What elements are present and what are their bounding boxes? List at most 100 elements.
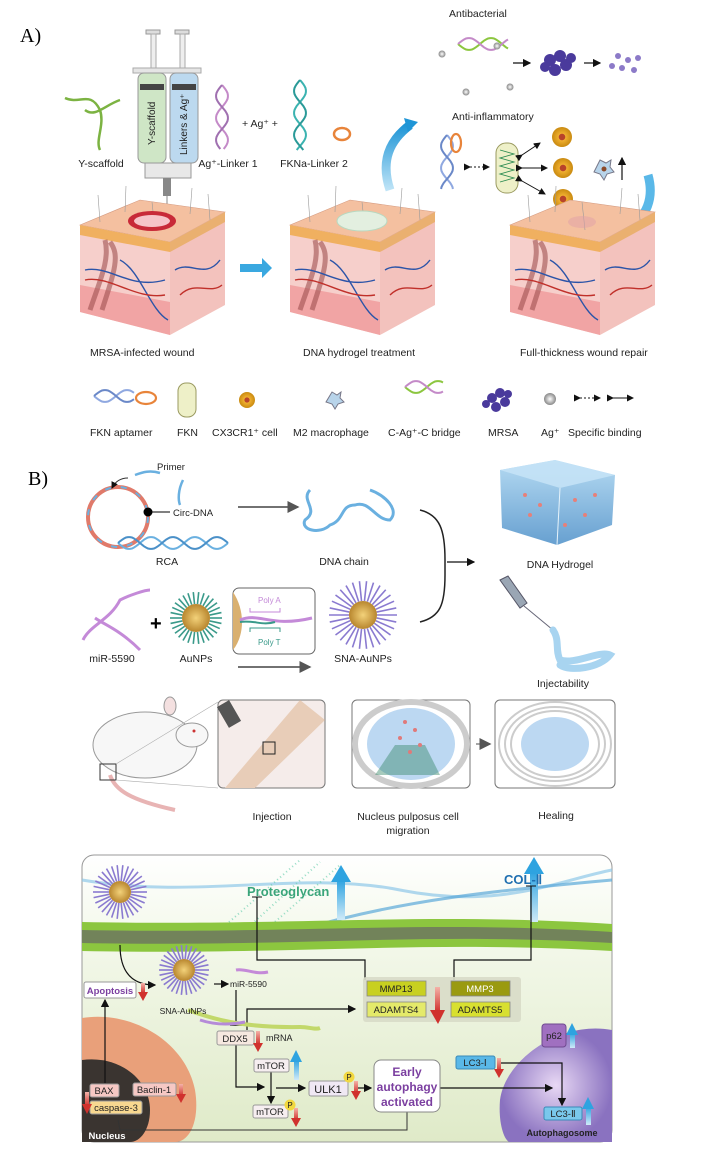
mmp3-label: MMP3 — [466, 984, 493, 995]
autophagosome — [499, 1028, 612, 1142]
aptamer-loop-icon — [332, 126, 352, 142]
strand — [345, 585, 357, 604]
wound-block-repaired — [510, 186, 655, 335]
mrna-label: mRNA — [266, 1033, 293, 1043]
strand — [126, 899, 139, 913]
baclin1-label: Baclin-1 — [137, 1085, 171, 1096]
strand — [202, 629, 210, 641]
syringe-icon: Y-scaffold Linkers & Ag⁺ — [132, 29, 202, 233]
strand — [192, 975, 205, 986]
strand — [351, 582, 360, 602]
strand — [95, 880, 111, 889]
strand — [159, 971, 174, 976]
gold-core — [173, 959, 195, 981]
strand — [170, 979, 180, 993]
curved-arrow-up-icon — [381, 121, 413, 192]
strand — [159, 964, 174, 969]
strand — [95, 895, 111, 904]
strand — [124, 868, 135, 883]
proteoglycan-label: Proteoglycan — [247, 884, 329, 899]
lc3i-label: LC3-Ⅰ — [463, 1058, 486, 1069]
strand — [204, 627, 214, 638]
strand — [122, 902, 130, 918]
strand — [373, 622, 391, 636]
strand — [339, 589, 355, 606]
helix-strand — [457, 37, 509, 51]
ag-linker-1-icon — [215, 84, 229, 150]
poly-t-label: Poly T — [258, 638, 281, 647]
plus-icon: + — [150, 613, 162, 635]
healing-label: Healing — [538, 810, 574, 822]
strand — [194, 964, 209, 969]
sna-aunp-pathway-icon — [93, 865, 147, 919]
phospho-badge: P — [346, 1073, 351, 1082]
strand — [204, 598, 214, 609]
strand — [329, 617, 350, 623]
phospho-badge: P — [287, 1101, 292, 1110]
plus-ag-label: + Ag⁺ + — [242, 118, 278, 130]
sna-aunp-icon — [329, 581, 397, 649]
strand — [363, 581, 368, 602]
strand — [186, 980, 193, 995]
strand — [369, 585, 381, 604]
strand — [93, 893, 110, 899]
legend-fkn-icon — [177, 382, 197, 418]
strand — [130, 893, 147, 899]
stage-label-infected: MRSA-infected wound — [90, 347, 195, 359]
strand — [358, 628, 363, 649]
dna-chain-label: DNA chain — [319, 556, 369, 568]
strand — [175, 980, 182, 995]
dna-chain-icon — [302, 488, 395, 532]
mirna-icon — [81, 588, 151, 652]
strand — [166, 977, 178, 990]
strand — [105, 901, 116, 916]
signaling-pathway — [81, 854, 613, 1143]
ddx5-label: DDX5 — [222, 1034, 247, 1045]
adamts4-label: ADAMTS4 — [374, 1005, 419, 1016]
helix-strand — [117, 536, 229, 550]
autophagosome-label: Autophagosome — [527, 1128, 598, 1138]
strand — [202, 595, 210, 607]
pathway-mir-label: miR-5590 — [230, 979, 267, 989]
strand — [196, 631, 200, 644]
strand — [371, 589, 387, 606]
strand — [335, 622, 353, 636]
strand — [120, 865, 124, 882]
early-label-3: activated — [381, 1095, 433, 1109]
strand — [339, 624, 355, 641]
strand — [206, 625, 218, 634]
strand — [375, 619, 395, 630]
legend-label: M2 macrophage — [293, 427, 369, 439]
legend-label: MRSA — [488, 427, 518, 439]
circ-dna-label: Circ-DNA — [173, 508, 214, 519]
col2-label: COL-Ⅱ — [504, 872, 542, 887]
strand — [366, 582, 375, 602]
panel-a-label: A) — [20, 25, 41, 47]
legend-label: CX3CR1⁺ cell — [212, 427, 278, 439]
strand — [358, 581, 363, 602]
strand — [371, 624, 387, 641]
strand — [206, 602, 218, 611]
strand — [171, 606, 184, 614]
strand — [329, 607, 350, 613]
strand — [345, 626, 357, 645]
wound-block-hydrogel — [290, 186, 435, 335]
fkna-linker-2-icon — [293, 79, 307, 151]
legend-fkn-aptamer-icon — [93, 389, 135, 403]
stage-label-hydrogel: DNA hydrogel treatment — [303, 347, 415, 359]
strand — [190, 950, 202, 963]
strand — [110, 902, 118, 918]
strand — [376, 617, 397, 623]
strand — [130, 885, 147, 891]
strand — [192, 592, 196, 605]
strand — [188, 947, 198, 961]
healing-box — [494, 699, 616, 789]
strand — [171, 622, 184, 630]
sna-aunps-label: SNA-AuNPs — [334, 653, 392, 665]
legend-label: FKN aptamer — [90, 427, 153, 439]
strand — [128, 897, 143, 909]
component-y-scaffold: Y-scaffold — [78, 158, 124, 170]
helix-strand — [215, 84, 229, 150]
np-migration-label-2: migration — [386, 825, 429, 837]
